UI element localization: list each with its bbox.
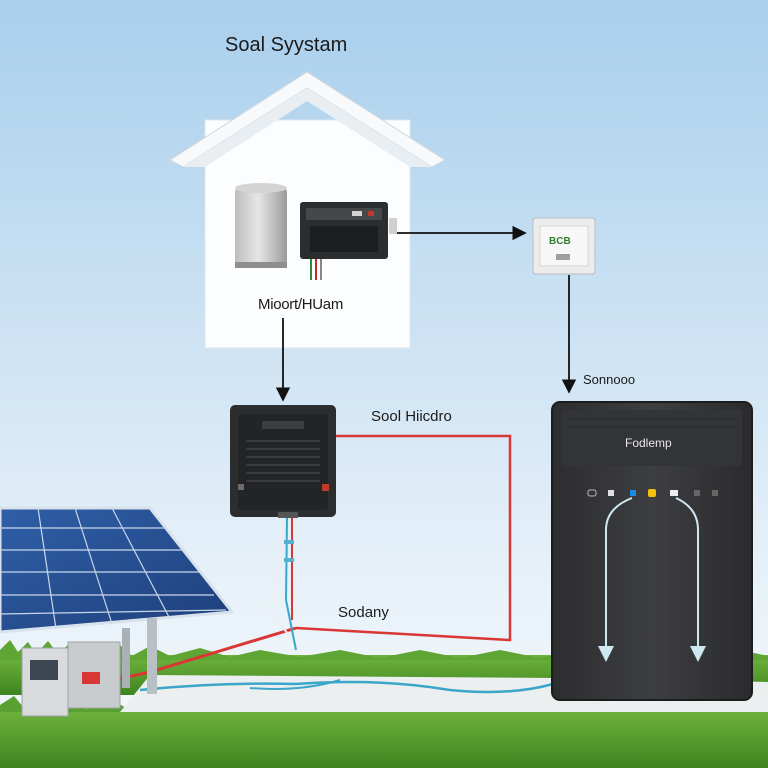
battery-icon — [551, 401, 753, 701]
ground-line-label: Sodany — [338, 604, 389, 621]
meter-display-text: BCB — [549, 236, 571, 247]
controller-label: Sool Hiicdro — [371, 408, 452, 425]
inverter-icon — [300, 202, 397, 280]
controller-down-wires — [268, 517, 301, 651]
diagram-title: Soal Syystam — [225, 34, 348, 56]
solar-panel-icon — [0, 506, 235, 694]
blue-wire-ground — [139, 680, 554, 694]
junction-box-icon — [21, 641, 121, 717]
house-label: Mioort/HUam — [258, 296, 344, 313]
tank-icon — [235, 183, 287, 268]
meter-icon — [532, 217, 596, 275]
charge-controller-icon — [230, 405, 336, 518]
storage-label: Sonnooo — [583, 372, 636, 387]
red-wire-loop — [295, 434, 512, 642]
battery-label: Fodlemp — [625, 436, 672, 450]
blue-wire-branch — [249, 679, 341, 690]
